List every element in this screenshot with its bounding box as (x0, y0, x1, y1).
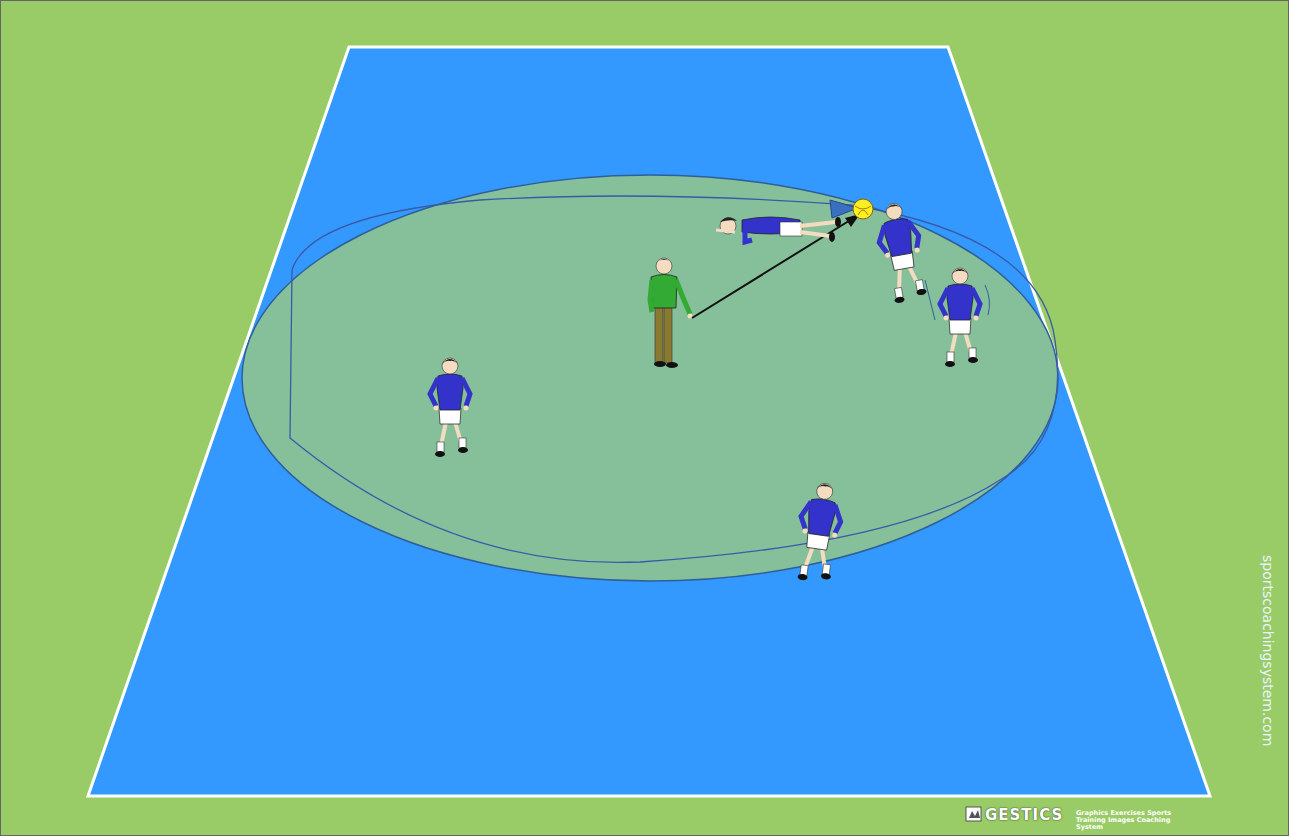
watermark: sportscoachingsystem.com (1260, 555, 1276, 746)
diving-player (716, 217, 841, 242)
player-figure (940, 268, 980, 367)
player-figure (430, 358, 470, 457)
brand-name: GESTICS (985, 806, 1063, 824)
player-figure (792, 481, 845, 585)
player-figure (873, 200, 930, 304)
brand-tagline: Graphics Exercises Sports Training Image… (1076, 810, 1194, 830)
coach-figure (650, 258, 693, 368)
